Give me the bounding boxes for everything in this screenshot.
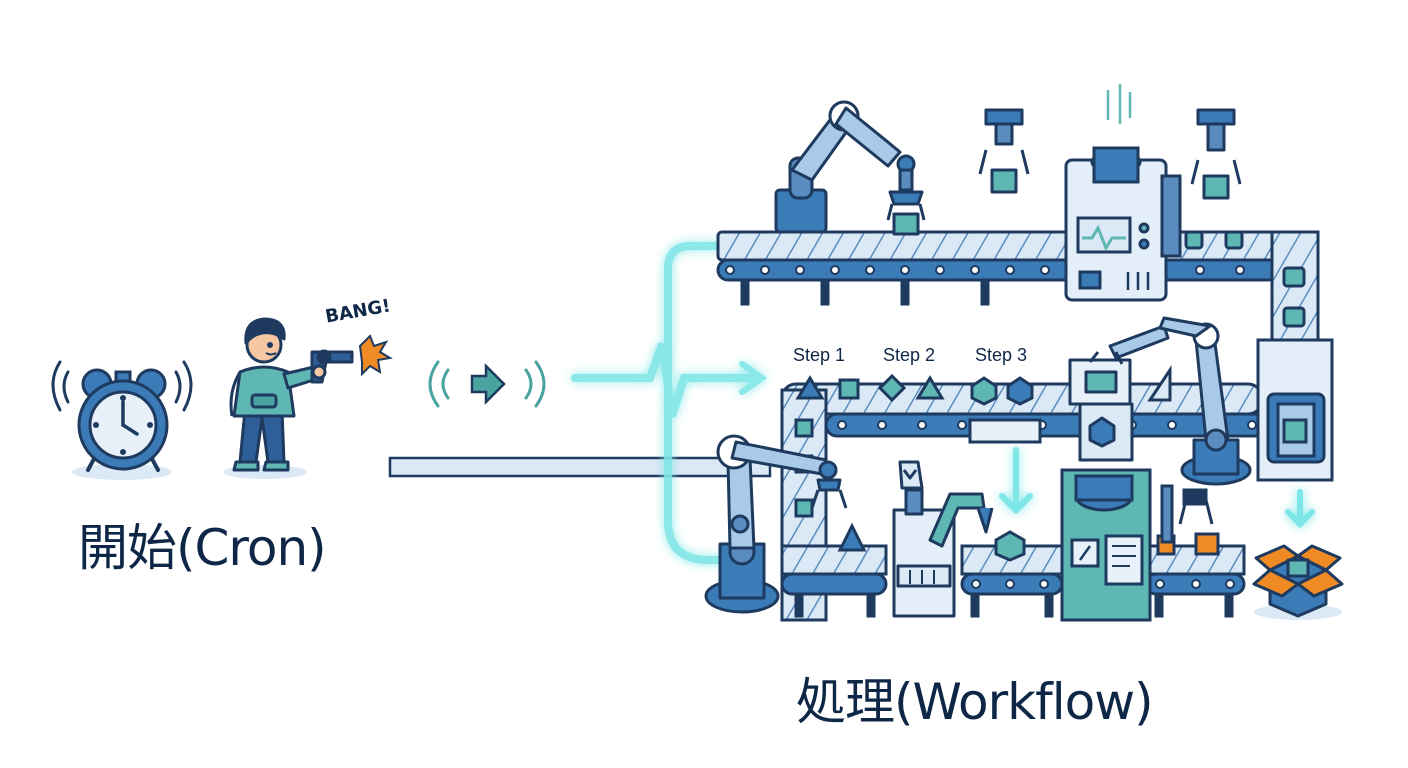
- alarm-clock-icon: [51, 360, 193, 480]
- start-label: 開始(Cron): [78, 519, 327, 577]
- revolver-icon: [310, 349, 354, 384]
- step-label-3: Step 3: [975, 345, 1028, 365]
- robot-arm-icon: [704, 434, 848, 614]
- person-icon: [223, 317, 322, 479]
- process-label: 処理(Workflow): [796, 673, 1154, 731]
- step-label-1: Step 1: [793, 345, 846, 365]
- connector-bar: [388, 456, 772, 478]
- gripper-icon: [978, 108, 1242, 200]
- output-machine: [1256, 338, 1334, 482]
- bang-burst-icon: [358, 334, 393, 377]
- open-box-icon: [1252, 544, 1344, 620]
- signal-arrow-icon: [428, 360, 546, 408]
- machine-icon: [1064, 84, 1182, 302]
- robot-arm-icon: [774, 100, 926, 236]
- top-conveyor: [716, 230, 1320, 344]
- robot-arm-icon: [1068, 316, 1252, 486]
- down-arrow-icon: [999, 447, 1315, 529]
- bottom-conveyor: [780, 522, 1246, 618]
- machine-icon: [1060, 468, 1214, 622]
- middle-conveyor: [780, 365, 1268, 622]
- step-label-2: Step 2: [883, 345, 936, 365]
- small-arm-station: [892, 460, 994, 618]
